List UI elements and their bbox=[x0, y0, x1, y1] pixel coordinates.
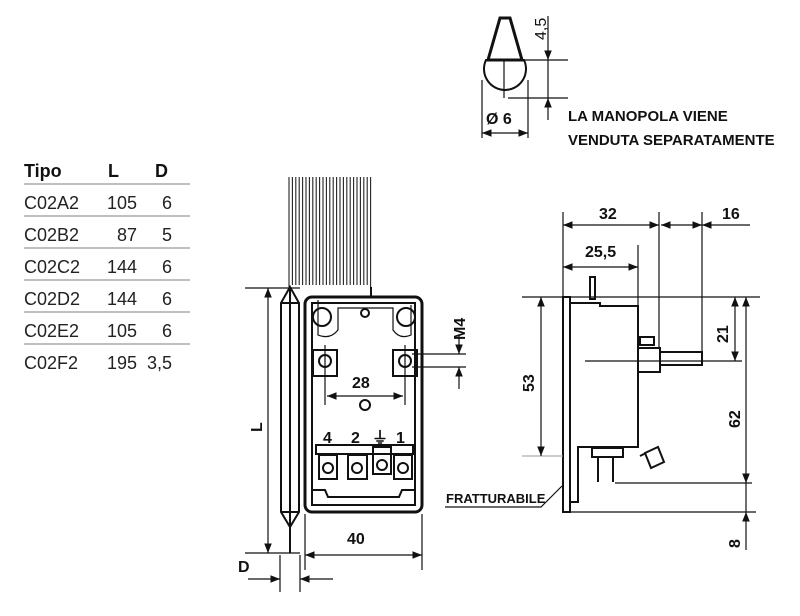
dim-16: 16 bbox=[722, 206, 740, 223]
knob-note-line2: VENDUTA SEPARATAMENTE bbox=[568, 132, 775, 149]
table-header-tipo: Tipo bbox=[24, 161, 62, 181]
table-cell-d: 3,5 bbox=[147, 353, 172, 373]
terminal-1 bbox=[393, 454, 413, 480]
dim-8: 8 bbox=[727, 539, 744, 548]
knob-body bbox=[483, 59, 527, 91]
table-cell-d: 6 bbox=[162, 257, 172, 277]
dim-62: 62 bbox=[727, 410, 744, 428]
dim-32: 32 bbox=[599, 206, 617, 223]
table-cell-d: 6 bbox=[162, 193, 172, 213]
capillary-coil bbox=[288, 177, 372, 298]
table-cell-tipo: C02A2 bbox=[24, 193, 79, 213]
knob-note-line1: LA MANOPOLA VIENE bbox=[568, 108, 728, 125]
table-cell-l: 195 bbox=[107, 353, 137, 373]
shaft-bushing bbox=[637, 347, 661, 373]
dim-53: 53 bbox=[521, 374, 538, 392]
terminal-4-label: 4 bbox=[323, 430, 332, 447]
table-cell-l: 105 bbox=[107, 193, 137, 213]
table-cell-tipo: C02C2 bbox=[24, 257, 80, 277]
table-cell-l: 144 bbox=[107, 257, 137, 277]
knob-drawing: 4,5 Ø 6 LA MANOPOLA VIENE VENDUTA SEPARA… bbox=[481, 16, 775, 149]
knob-height-dim: 4,5 bbox=[533, 18, 550, 40]
table-cell-l: 105 bbox=[107, 321, 137, 341]
table-cell-d: 5 bbox=[162, 225, 172, 245]
probe-bulb bbox=[280, 284, 300, 553]
terminal-4 bbox=[318, 454, 338, 480]
table-header-d: D bbox=[155, 161, 168, 181]
table-cell-d: 6 bbox=[162, 321, 172, 341]
dim-28: 28 bbox=[352, 375, 370, 392]
table-cell-l: 144 bbox=[107, 289, 137, 309]
table-cell-l: 87 bbox=[117, 225, 137, 245]
table-header-l: L bbox=[108, 161, 119, 181]
dim-25-5: 25,5 bbox=[585, 244, 616, 261]
terminal-1-label: 1 bbox=[396, 430, 405, 447]
dim-m4: M4 bbox=[452, 318, 469, 340]
table-cell-d: 6 bbox=[162, 289, 172, 309]
table-cell-tipo: C02F2 bbox=[24, 353, 78, 373]
knob-shaft bbox=[659, 351, 703, 366]
dim-21: 21 bbox=[715, 325, 732, 343]
knob-diameter-dim: Ø 6 bbox=[486, 111, 512, 128]
terminal-ground bbox=[372, 446, 392, 475]
table-cell-tipo: C02E2 bbox=[24, 321, 79, 341]
panel-plate bbox=[562, 296, 571, 513]
side-view: 32 16 25,5 53 21 62 8 FRATTURABILE bbox=[445, 206, 760, 550]
dim-l: L bbox=[249, 422, 266, 432]
front-view: 28 4 2 ⏚ 1 M4 L D 40 bbox=[238, 177, 469, 592]
knob-pointer bbox=[486, 16, 524, 62]
terminal-2 bbox=[347, 454, 368, 480]
table-cell-tipo: C02D2 bbox=[24, 289, 80, 309]
dim-40: 40 bbox=[347, 531, 365, 548]
table-cell-tipo: C02B2 bbox=[24, 225, 79, 245]
terminal-2-label: 2 bbox=[351, 430, 360, 447]
breakable-label: FRATTURABILE bbox=[446, 491, 546, 506]
dim-d: D bbox=[238, 559, 250, 576]
thermostat-body bbox=[303, 295, 424, 514]
ground-symbol-icon: ⏚ bbox=[372, 429, 388, 447]
